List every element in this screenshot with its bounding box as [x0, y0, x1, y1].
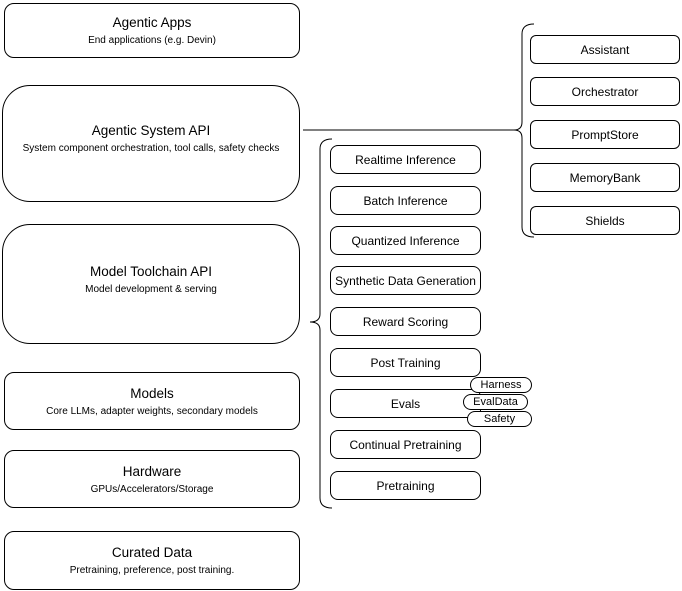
node-hardware: Hardware GPUs/Accelerators/Storage: [4, 450, 300, 508]
tag-label: Safety: [483, 413, 516, 425]
node-evals: Evals: [330, 389, 481, 418]
node-orchestrator: Orchestrator: [530, 77, 680, 106]
node-label: Assistant: [580, 42, 630, 57]
node-continual-pretraining: Continual Pretraining: [330, 430, 481, 459]
node-synthetic-data-generation: Synthetic Data Generation: [330, 266, 481, 295]
node-label: MemoryBank: [569, 170, 641, 185]
node-model-toolchain-api: Model Toolchain API Model development & …: [2, 224, 300, 344]
node-assistant: Assistant: [530, 35, 680, 64]
node-title: Curated Data: [111, 545, 193, 560]
tag-harness: Harness: [470, 377, 532, 393]
node-subtitle: GPUs/Accelerators/Storage: [90, 483, 214, 495]
tag-evaldata: EvalData: [463, 394, 528, 410]
node-label: Continual Pretraining: [349, 437, 462, 452]
node-label: Quantized Inference: [351, 233, 460, 248]
node-realtime-inference: Realtime Inference: [330, 145, 481, 174]
node-reward-scoring: Reward Scoring: [330, 307, 481, 336]
node-post-training: Post Training: [330, 348, 481, 377]
node-label: Reward Scoring: [362, 314, 449, 329]
node-title: Models: [130, 385, 174, 401]
node-label: Shields: [585, 213, 625, 228]
node-label: Orchestrator: [571, 84, 639, 99]
node-title: Agentic System API: [91, 123, 211, 138]
node-agentic-system-api: Agentic System API System component orch…: [2, 85, 300, 202]
node-shields: Shields: [530, 206, 680, 235]
node-label: PromptStore: [571, 127, 639, 142]
node-quantized-inference: Quantized Inference: [330, 226, 481, 255]
node-pretraining: Pretraining: [330, 471, 481, 500]
node-subtitle: System component orchestration, tool cal…: [22, 143, 280, 154]
toolchain-brace: [309, 138, 333, 509]
node-subtitle: Core LLMs, adapter weights, secondary mo…: [46, 405, 258, 417]
node-models: Models Core LLMs, adapter weights, secon…: [4, 372, 300, 430]
node-title: Agentic Apps: [112, 15, 192, 30]
tag-label: EvalData: [473, 396, 518, 408]
tag-safety: Safety: [467, 411, 532, 427]
node-title: Hardware: [122, 463, 182, 479]
node-curated-data: Curated Data Pretraining, preference, po…: [4, 531, 300, 590]
node-batch-inference: Batch Inference: [330, 186, 481, 215]
node-subtitle: Model development & serving: [85, 283, 217, 295]
node-label: Pretraining: [376, 478, 435, 493]
node-label: Synthetic Data Generation: [335, 273, 476, 288]
node-label: Post Training: [370, 355, 441, 370]
node-memorybank: MemoryBank: [530, 163, 680, 192]
node-label: Batch Inference: [363, 193, 448, 208]
node-subtitle: Pretraining, preference, post training.: [69, 565, 235, 576]
node-label: Realtime Inference: [355, 152, 456, 167]
node-label: Evals: [390, 396, 421, 411]
node-subtitle: End applications (e.g. Devin): [88, 35, 216, 46]
tag-label: Harness: [480, 379, 522, 391]
node-promptstore: PromptStore: [530, 120, 680, 149]
node-title: Model Toolchain API: [89, 263, 213, 279]
node-agentic-apps: Agentic Apps End applications (e.g. Devi…: [4, 3, 300, 58]
